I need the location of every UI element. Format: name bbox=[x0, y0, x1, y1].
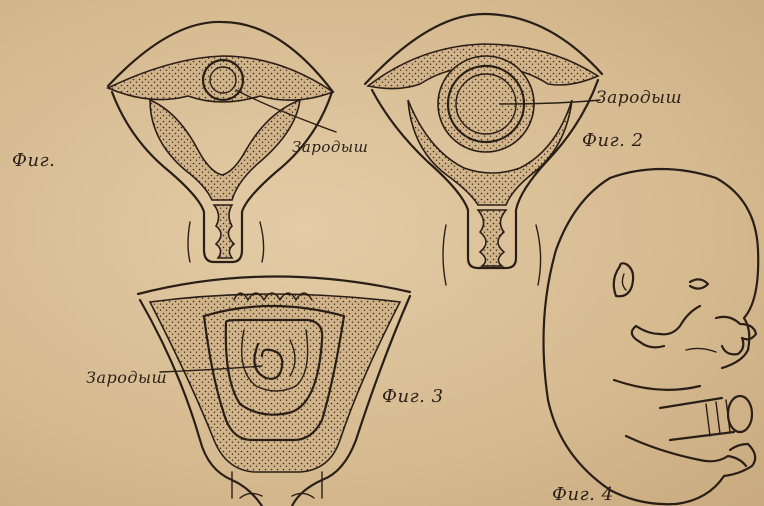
figure-1-label: Фиг. bbox=[12, 150, 55, 171]
figure-2-uterus bbox=[365, 14, 602, 285]
embryo-label-2: Зародыш bbox=[596, 88, 682, 108]
embryo-label-3: Зародыш bbox=[86, 368, 167, 387]
embryo-label-1: Зародыш bbox=[292, 138, 368, 156]
figure-4-label: Фиг. 4 bbox=[552, 484, 614, 505]
figure-3-label: Фиг. 3 bbox=[382, 386, 444, 407]
figure-4-fetus bbox=[544, 169, 759, 504]
figure-3-uterus bbox=[138, 276, 410, 506]
figure-2-label: Фиг. 2 bbox=[582, 130, 644, 151]
